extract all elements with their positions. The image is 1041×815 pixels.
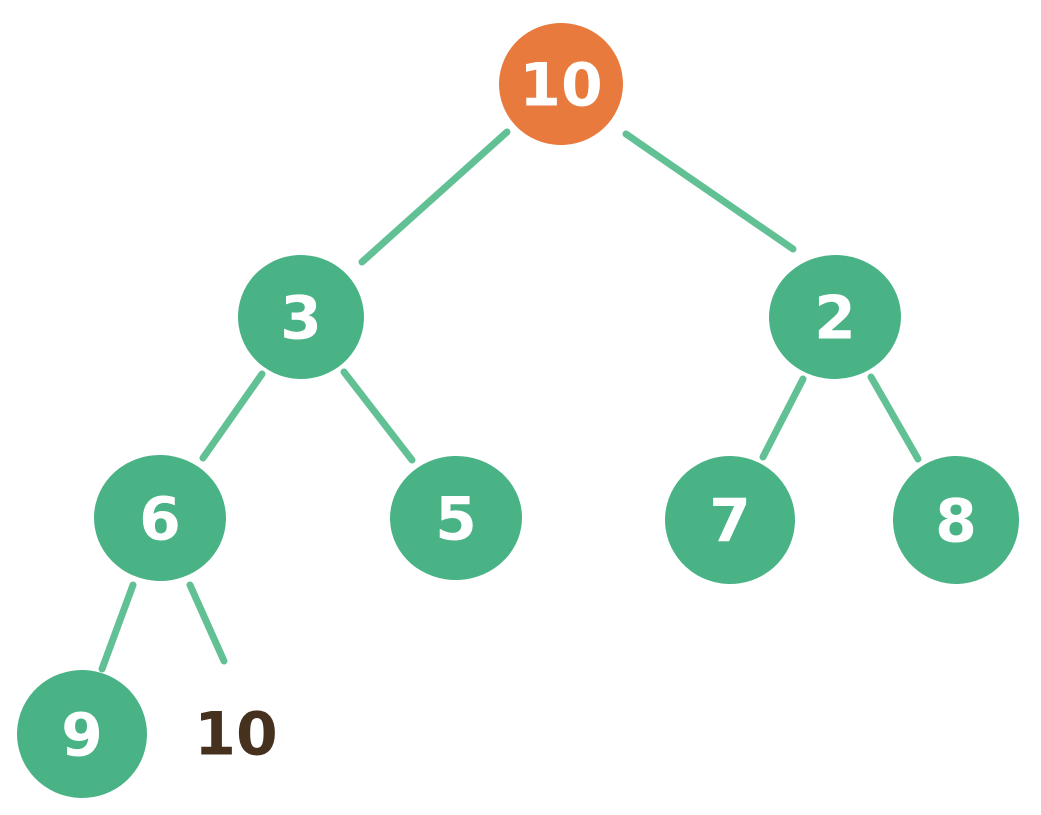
node-circle	[94, 454, 226, 582]
node-value: 10	[194, 700, 278, 770]
node-circle	[390, 455, 522, 581]
tree-node-root: 10	[499, 22, 623, 146]
node-value: 9	[61, 701, 103, 771]
node-value: 8	[935, 487, 977, 557]
node-value: 6	[139, 485, 181, 555]
node-circle	[17, 669, 147, 799]
tree-node-5: 5	[390, 455, 522, 581]
node-circle	[892, 456, 1020, 584]
node-circle	[665, 455, 795, 585]
node-value: 3	[280, 284, 322, 354]
tree-node-3: 3	[238, 254, 364, 380]
node-circle	[769, 254, 901, 380]
tree-node-2: 2	[769, 254, 901, 380]
tree-edge-2-8	[867, 373, 922, 463]
tree-edge-2-7	[759, 375, 807, 461]
tree-edge-10-3	[358, 128, 511, 266]
tree-node-7: 7	[665, 455, 795, 585]
node-circle	[499, 22, 623, 146]
node-value: 5	[435, 485, 477, 555]
node-dashed-circle	[172, 669, 300, 797]
tree-node-8: 8	[892, 456, 1020, 584]
node-circle	[238, 254, 364, 380]
tree-node-10-dashed: 10	[172, 669, 300, 797]
tree-edge-6-10	[186, 581, 228, 665]
node-value: 2	[814, 284, 856, 354]
tree-edge-6-9	[98, 581, 137, 673]
tree-edge-3-5	[340, 368, 416, 464]
tree-node-6: 6	[94, 454, 226, 582]
node-value: 7	[709, 487, 751, 557]
tree-edge-3-6	[199, 370, 266, 462]
node-value: 10	[519, 51, 603, 121]
tree-edge-10-2	[622, 130, 797, 253]
tree-node-9: 9	[17, 669, 147, 799]
